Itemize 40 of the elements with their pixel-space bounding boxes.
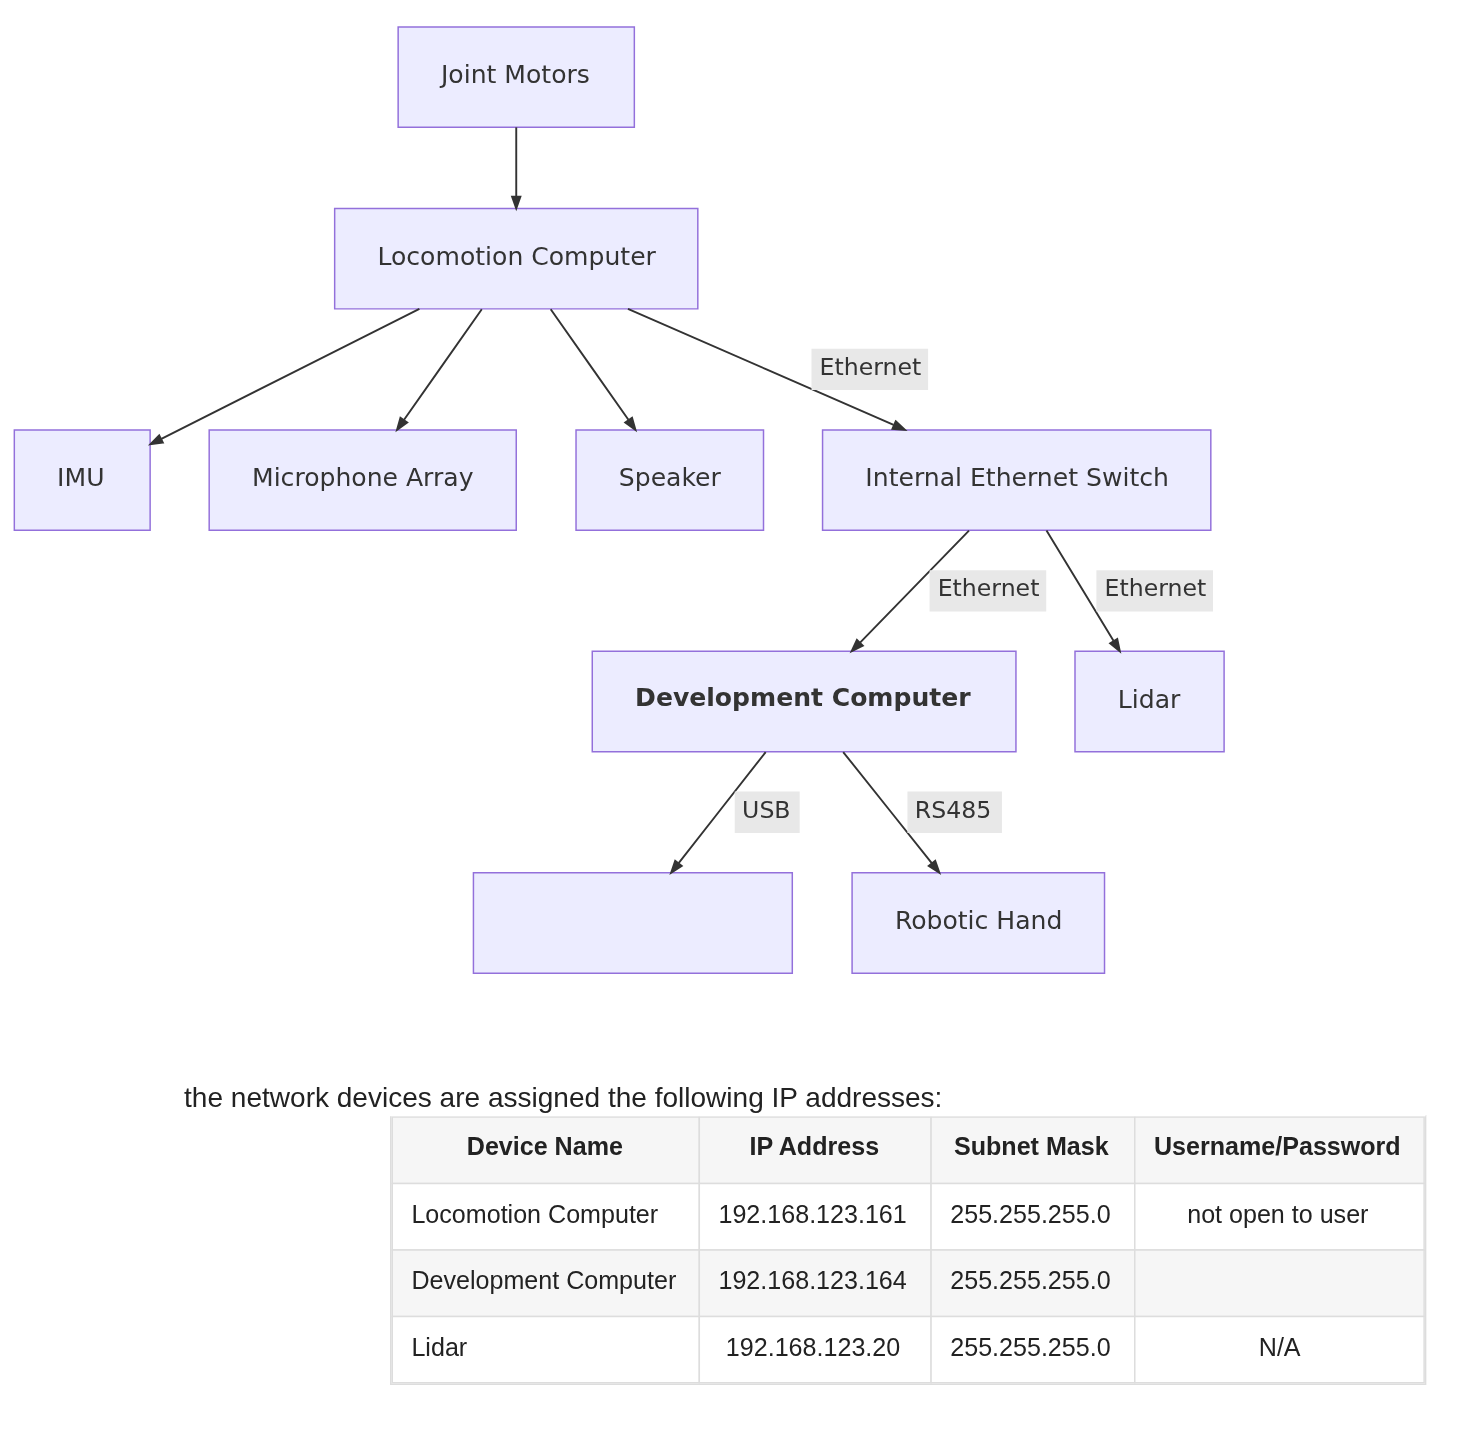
label: Lidar — [411, 1332, 468, 1361]
label: Username/Password — [1153, 1131, 1401, 1160]
arrow — [626, 307, 908, 431]
edge-label: Ethernet — [1104, 574, 1207, 603]
label: Development Computer — [411, 1266, 677, 1295]
arrow — [1045, 529, 1122, 654]
arrow — [669, 751, 767, 875]
arrow — [549, 308, 638, 433]
edge-label: USB — [742, 795, 791, 824]
arrow — [395, 308, 483, 433]
arrow — [510, 126, 522, 212]
edge-label: Ethernet — [937, 574, 1040, 603]
node-box: Joint Motors — [397, 26, 636, 129]
label: 255.255.255.0 — [950, 1199, 1111, 1228]
label: the network devices are assigned the following IP addresses: — [184, 1082, 943, 1114]
edge-label: RS485 — [914, 795, 992, 824]
arrow — [147, 307, 421, 446]
arrow — [849, 529, 970, 654]
node-box: IMU — [13, 429, 151, 532]
node-box: Robotic Hand — [851, 872, 1106, 974]
label: 255.255.255.0 — [950, 1266, 1111, 1295]
label: 192.168.123.20 — [725, 1332, 901, 1361]
label: Subnet Mask — [953, 1131, 1109, 1160]
node-box: Lidar — [1074, 650, 1225, 753]
label: Locomotion Computer — [411, 1199, 659, 1228]
node-box: Locomotion Computer — [333, 207, 699, 310]
label: 192.168.123.164 — [718, 1266, 907, 1295]
node-box: Internal Ethernet Switch — [821, 429, 1212, 532]
node-box: Microphone Array — [208, 429, 517, 532]
label: IP Address — [749, 1131, 880, 1160]
label: 192.168.123.161 — [718, 1199, 907, 1228]
arrow — [842, 751, 942, 875]
label: N/A — [1258, 1332, 1301, 1361]
node-box: Development Computer — [591, 650, 1017, 753]
node-box: Speaker — [575, 429, 765, 532]
label: 255.255.255.0 — [950, 1332, 1111, 1361]
node-box — [472, 872, 794, 974]
edge-label: Ethernet — [819, 353, 922, 381]
label: Device Name — [466, 1131, 623, 1160]
label: not open to user — [1187, 1199, 1369, 1228]
